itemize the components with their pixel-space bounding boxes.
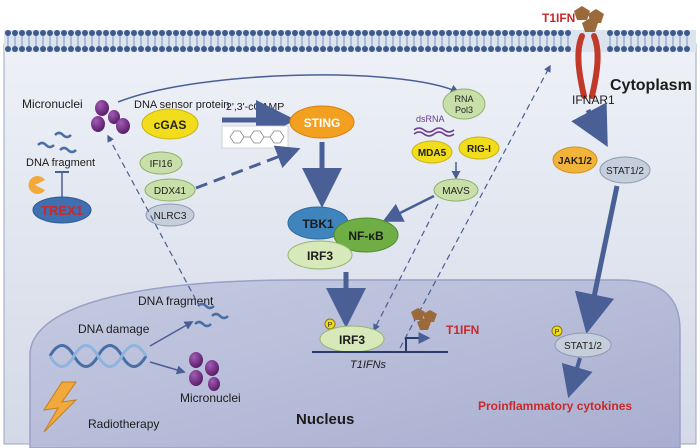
ifnar1-receptor-icon [575,33,601,99]
micronuclei-bottom-icon [189,352,220,391]
svg-text:P: P [555,329,560,336]
dna-damage-label: DNA damage [78,322,150,336]
dsrna-icon [413,127,455,133]
sting-protein [289,105,355,139]
jak12-protein [552,146,598,174]
nlrc3-protein [145,203,195,227]
rigi-label: RIG-I [467,144,491,155]
t1ifn-ligand-icon [574,6,604,32]
phospho-irf3-icon [324,318,336,330]
trex1-label: TREX1 [41,203,83,218]
stat12-nuc-protein [554,332,612,358]
dna-fragment-left-icon [37,131,77,154]
mavs-label: MAVS [442,186,470,197]
t1ifn-top-label: T1IFN [542,11,575,25]
rna-pol3-label-b: Pol3 [455,105,473,115]
cgamp-structure-icon [221,125,289,149]
dna-fragment-mid-icon [194,302,229,328]
irf3-cyto-label: IRF3 [307,249,333,263]
rna-pol3-label-a: RNA [454,94,473,104]
stat12-cyto-protein [599,156,651,184]
t1ifn-nucleus-icon [411,308,437,330]
tbk1-label: TBK1 [302,217,334,231]
stat-nuclear-entry-arrow [574,185,620,334]
micronuclei-top-label: Micronuclei [22,97,83,111]
rigi-protein [458,136,500,160]
ifnar-to-jak-arrow [571,102,608,148]
proinflammatory-label: Proinflammatory cytokines [478,399,632,413]
nfkb-protein [333,217,399,253]
dna-sensor-label: DNA sensor protein [134,99,229,111]
cgamp-label: 2',3'-cGAMP [226,101,284,113]
cgas-protein [141,108,199,140]
transcription-start-arrow [405,332,431,352]
cgas-label: cGAS [154,118,187,132]
micronuclei-bottom-label: Micronuclei [180,391,241,405]
nlrc3-label: NLRC3 [154,211,187,222]
ddx41-protein [144,178,196,202]
ifi16-label: IFI16 [150,159,173,170]
ddx41-label: DDX41 [154,186,187,197]
dna-helix-icon [48,344,148,368]
t1ifn-nucleus-label: T1IFN [446,323,479,337]
irf3-nuc-label: IRF3 [339,333,365,347]
micronuclei-to-pol3-arrow [117,74,460,103]
dna-fragment-left-label: DNA fragment [26,157,95,169]
fragment-to-cytosol-dashed-arrow [107,134,197,301]
dna-fragment-mid-label: DNA fragment [138,294,214,308]
cell-membrane [4,30,696,52]
t1ifn-secretion-dashed-arrow [399,64,551,349]
stat12-cyto-label: STAT1/2 [606,166,644,177]
cytoplasm-label: Cytoplasm [610,77,692,94]
svg-text:P: P [328,322,333,329]
mda5-protein [411,140,453,164]
rna-pol3-protein [442,88,486,120]
sting-label: STING [304,116,341,130]
pacman-exonuclease-icon [28,175,45,194]
dsrna-label: dsRNA [416,114,445,124]
damage-to-fragment-arrow [149,321,194,347]
mavs-to-nfkb-arrow [382,194,435,222]
nucleus-label: Nucleus [296,411,354,428]
mda5-label: MDA5 [418,148,447,159]
ifi16-protein [139,151,183,175]
mavs-protein [433,178,479,202]
stat-to-cytokines-arrow [561,357,593,399]
irf3-cyto-protein [287,240,353,270]
t1ifns-gene-label: T1IFNs [350,359,387,371]
radiotherapy-label: Radiotherapy [88,417,159,431]
damage-to-micronuclei-arrow [149,361,186,375]
phospho-stat-icon [551,325,563,337]
micronuclei-top-icon [91,100,130,134]
trex1-protein [32,196,92,224]
stat12-nuc-label: STAT1/2 [564,341,602,352]
ifnar1-label: IFNAR1 [572,93,615,107]
nfkb-label: NF-κB [348,229,384,243]
jak12-label: JAK1/2 [558,156,592,167]
lightning-bolt-icon [42,381,78,433]
mavs-dashed-arrow [373,203,439,332]
